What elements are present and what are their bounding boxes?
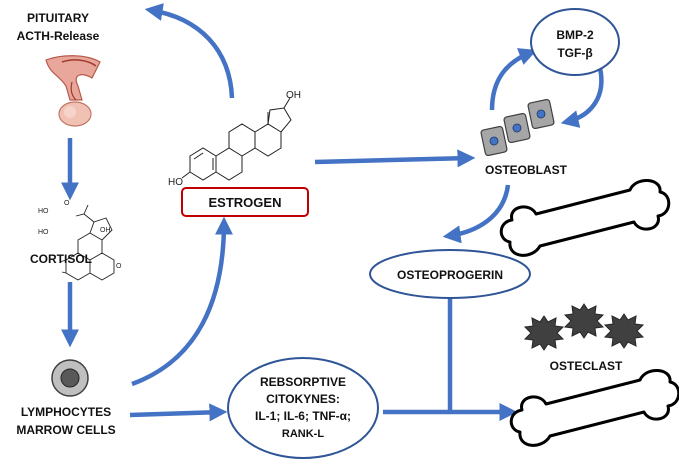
arrow-osteoblast-to-osteoprogerin — [442, 184, 511, 244]
rebsorptive-label-line1: REBSORPTIVE — [260, 375, 346, 389]
pituitary-gland-illustration — [45, 55, 101, 127]
cortisol-label: CORTISOL — [30, 252, 92, 266]
rebsorptive-label-line4: RANK-L — [282, 428, 324, 440]
cortisol-molecule — [59, 204, 115, 281]
arrow-bmp-to-cells — [560, 67, 604, 128]
acth-release-label: ACTH-Release — [17, 29, 100, 43]
osteoblast-cells-icon — [480, 98, 555, 157]
estrogen-ho: HO — [168, 177, 183, 188]
estrogen-oh: OH — [286, 90, 301, 101]
arrow-lymphocytes-to-citokynes — [129, 403, 228, 422]
arrow-estrogen-to-pituitary — [144, 3, 235, 99]
lymphocyte-cell-icon — [51, 359, 89, 397]
arrow-cells-to-bmp — [489, 48, 538, 111]
arrow-estrogen-to-osteoblast — [314, 149, 476, 168]
cortisol-o-top: O — [64, 200, 70, 207]
marrow-cells-label: MARROW CELLS — [16, 423, 115, 437]
lymphocytes-label: LYMPHOCYTES — [21, 405, 111, 419]
cortisol-oh: OH — [100, 227, 111, 234]
osteoprogerin-label: OSTEOPROGERIN — [397, 268, 503, 282]
bmp2-label: BMP-2 — [556, 28, 594, 42]
rebsorptive-label-line2: CITOKYNES: — [266, 392, 340, 406]
bmp-tgf-ellipse — [530, 8, 620, 76]
cortisol-o-bottom: O — [116, 263, 122, 270]
bone-icon-bottom — [509, 369, 679, 447]
estrogen-label: ESTROGEN — [209, 195, 282, 210]
bone-icon-top — [499, 179, 671, 257]
estrogen-box — [181, 187, 309, 217]
osteoprogerin-ellipse — [369, 249, 531, 299]
osteoblast-label: OSTEOBLAST — [485, 163, 568, 177]
osteoclast-cells-icon — [523, 303, 645, 351]
cortisol-ho-top: HO — [38, 208, 49, 215]
pituitary-label: PITUITARY — [27, 11, 89, 25]
rebsorptive-label-line3: IL-1; IL-6; TNF-α; — [255, 409, 351, 423]
citokynes-ellipse — [227, 357, 379, 459]
arrow-lymphocytes-to-estrogen — [131, 216, 233, 387]
cortisol-ho-side: HO — [38, 229, 49, 236]
osteclast-label: OSTECLAST — [550, 359, 623, 373]
estrogen-molecule — [181, 97, 292, 181]
tgf-beta-label: TGF-β — [557, 46, 592, 60]
